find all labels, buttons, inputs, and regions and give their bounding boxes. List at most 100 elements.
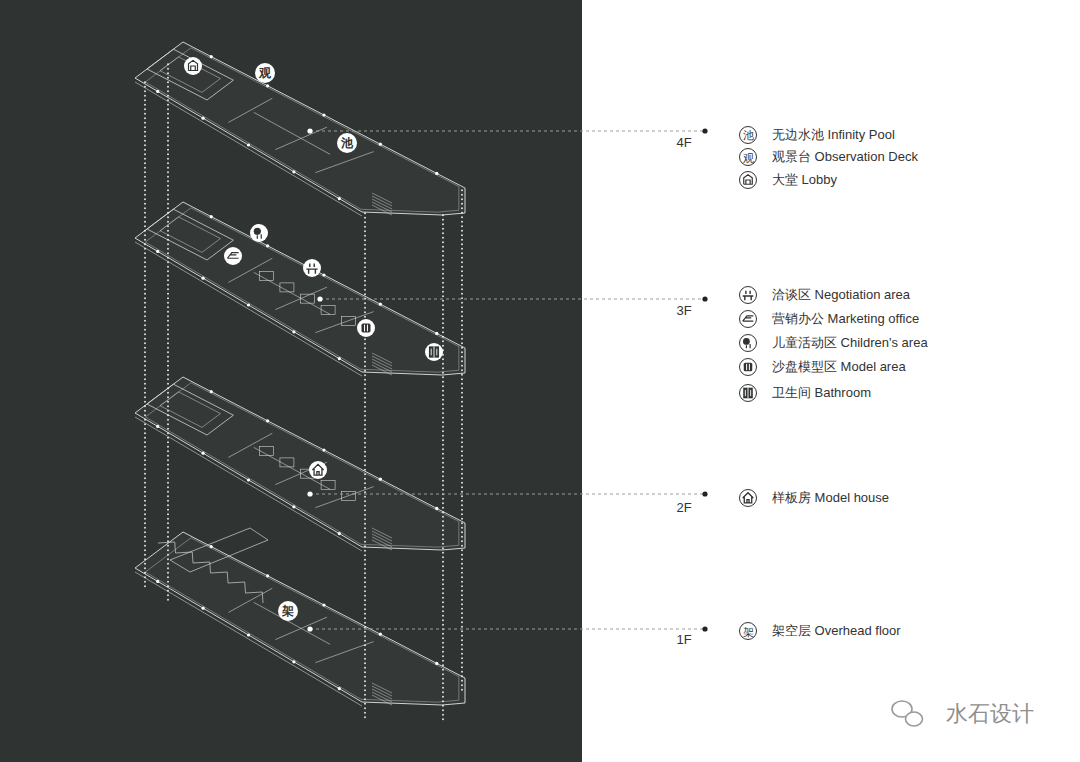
furniture [321, 305, 335, 314]
stair-tread [372, 365, 392, 375]
icon-circle [309, 461, 327, 479]
floor-plate [135, 528, 465, 706]
room-inner [160, 392, 220, 428]
room-outline [147, 49, 233, 100]
icon-symbol [357, 319, 375, 337]
icon-symbol [740, 359, 757, 376]
column-dot [247, 143, 250, 146]
icon-circle [740, 149, 757, 166]
icon-glyph [743, 291, 754, 301]
dotted-column-line [442, 215, 444, 722]
plate-edge [135, 417, 362, 551]
column-dot [338, 532, 341, 535]
column-dot [202, 452, 205, 455]
leader-dot [702, 128, 707, 133]
icon-circle [740, 335, 757, 352]
stair-tread [372, 196, 392, 206]
icon-circle [357, 319, 375, 337]
icon-symbol [740, 335, 757, 352]
leader-dot [702, 626, 707, 631]
floor-label: 3F [676, 304, 691, 317]
room-outline [147, 209, 233, 260]
watermark-icon [892, 701, 923, 726]
furniture [301, 294, 315, 303]
column-dot [266, 244, 269, 247]
icon-symbol [250, 224, 268, 242]
column-dot [202, 607, 205, 610]
icon-symbol [224, 247, 242, 265]
icon-circle [250, 224, 268, 242]
legend-text: 架空层 Overhead floor [772, 624, 901, 638]
leader-line [320, 299, 705, 300]
icon-glyph [431, 346, 437, 357]
column-dot [338, 687, 341, 690]
column-dot [292, 660, 295, 663]
legend-text: 儿童活动区 Children's area [772, 336, 928, 350]
column-dot [435, 507, 438, 510]
column-dot [210, 55, 213, 58]
stair-tread [372, 531, 392, 541]
legend-text: 大堂 Lobby [772, 173, 837, 187]
stair-tread [372, 205, 392, 215]
leader-line [310, 494, 705, 495]
icon-glyph [745, 388, 750, 399]
stair-tread [372, 353, 392, 363]
leader-line [310, 131, 705, 132]
legend-text: 营销办公 Marketing office [772, 312, 919, 326]
icon-symbol [309, 461, 327, 479]
leader-dot [307, 128, 312, 133]
icon-circle [740, 311, 757, 328]
icon-glyph [746, 344, 750, 348]
column-dot [156, 250, 159, 253]
column-dot [156, 90, 159, 93]
icon-symbol [740, 311, 757, 328]
room-inner [160, 217, 220, 253]
plate-edge [135, 572, 362, 706]
icon-circle [255, 63, 275, 83]
icon-glyph [189, 60, 198, 70]
icon-circle [740, 490, 757, 507]
icon-glyph [743, 493, 754, 503]
column-dot [202, 277, 205, 280]
leader-dot [317, 296, 322, 301]
icon-circle [303, 259, 321, 277]
icon-circle [337, 133, 357, 153]
dotted-column-line [144, 82, 146, 590]
icon-circle [184, 57, 202, 75]
stair-tread [372, 362, 392, 372]
stair-tread [372, 537, 392, 547]
column-dot [247, 303, 250, 306]
column-dot [338, 357, 341, 360]
plate-edge [135, 242, 362, 376]
stair-tread [372, 692, 392, 702]
stair-tread [372, 193, 392, 203]
furniture [259, 447, 273, 456]
furniture [321, 480, 335, 489]
dotted-column-line [364, 213, 366, 720]
icon-symbol [740, 287, 757, 304]
icon-circle [224, 247, 242, 265]
leader-dot [702, 491, 707, 496]
icon-circle [278, 601, 298, 621]
column-dot [379, 303, 382, 306]
corridor-line [254, 272, 330, 314]
legend-text: 沙盘模型区 Model area [772, 360, 906, 374]
legend-text: 观景台 Observation Deck [772, 150, 918, 164]
icon-symbol [184, 57, 202, 75]
column-dot [247, 478, 250, 481]
stair-tread [372, 199, 392, 209]
floor-label: 2F [676, 501, 691, 514]
icon-character: 观 [743, 153, 754, 164]
icon-character: 观 [259, 67, 271, 79]
icon-character: 架 [743, 627, 754, 638]
furniture [342, 317, 356, 326]
floor-label: 1F [676, 633, 691, 646]
column-dot [266, 419, 269, 422]
column-dot [202, 117, 205, 120]
stair-tread [372, 686, 392, 696]
leader-dot [307, 626, 312, 631]
plate-outline [135, 377, 465, 550]
stair-tread [372, 534, 392, 544]
column-dot [292, 330, 295, 333]
icon-character: 架 [282, 605, 294, 617]
